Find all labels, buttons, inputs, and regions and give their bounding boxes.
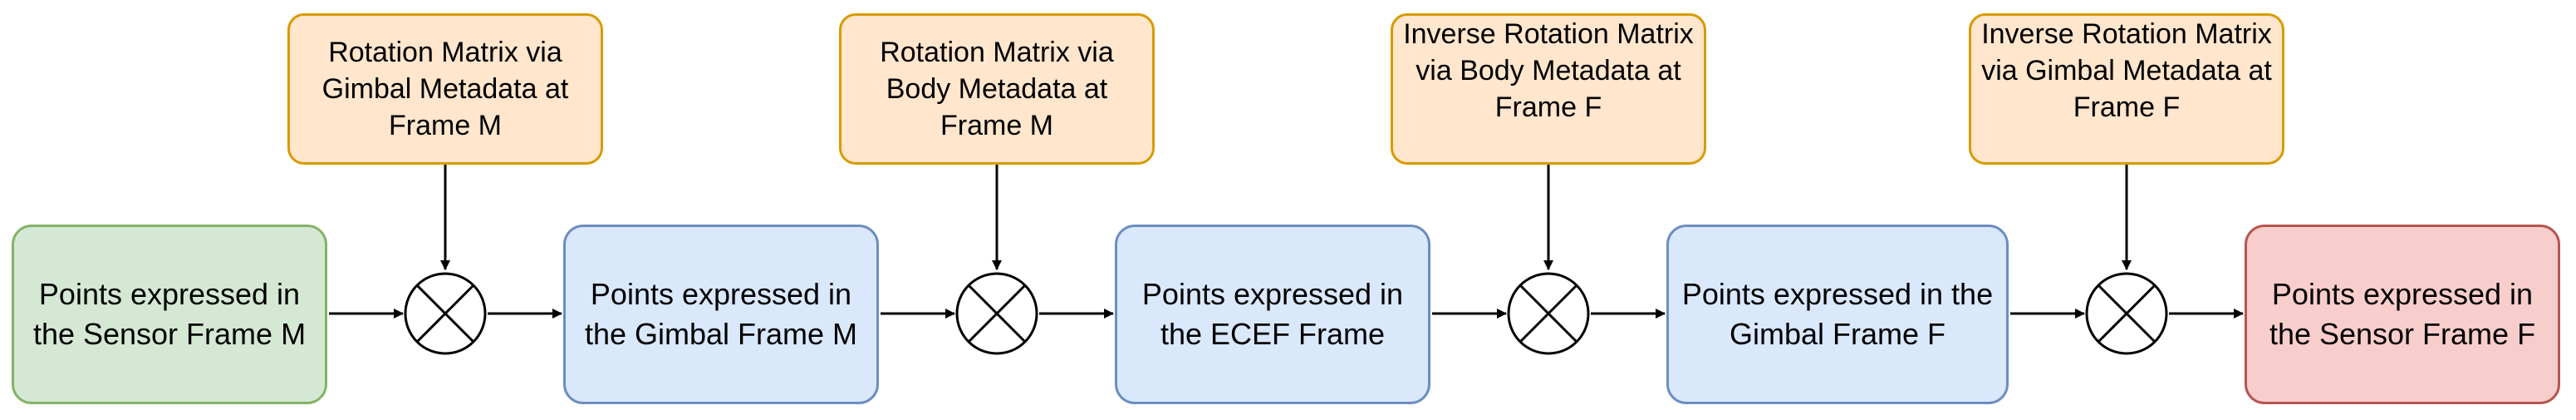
node-gimbal-frame-f: Points expressed in the Gimbal Frame F [1666,225,2009,404]
transform-rotation-body-m: Rotation Matrix via Body Metadata at Fra… [839,13,1155,165]
node-gimbal-frame-m: Points expressed in the Gimbal Frame M [563,225,879,404]
node-sensor-frame-m: Points expressed in the Sensor Frame M [12,225,327,404]
multiply-circle-icon [2085,272,2168,355]
node-label: Points expressed in the Sensor Frame F [2269,277,2536,351]
transform-inverse-rotation-body-f: Inverse Rotation Matrix via Body Metadat… [1391,13,1706,165]
node-ecef-frame: Points expressed in the ECEF Frame [1115,225,1430,404]
transform-label: Inverse Rotation Matrix via Body Metadat… [1403,18,1694,123]
transform-rotation-gimbal-m: Rotation Matrix via Gimbal Metadata at F… [287,13,603,165]
multiply-circle-icon [955,272,1038,355]
multiply-circle-icon [1507,272,1590,355]
transform-inverse-rotation-gimbal-f: Inverse Rotation Matrix via Gimbal Metad… [1969,13,2284,165]
node-label: Points expressed in the Gimbal Frame F [1681,277,1994,351]
transform-label: Rotation Matrix via Gimbal Metadata at F… [321,37,569,141]
transform-label: Inverse Rotation Matrix via Gimbal Metad… [1981,18,2272,123]
node-label: Points expressed in the Gimbal Frame M [584,277,858,351]
node-label: Points expressed in the Sensor Frame M [32,277,307,351]
multiply-circle-icon [404,272,487,355]
node-label: Points expressed in the ECEF Frame [1141,277,1404,351]
transform-label: Rotation Matrix via Body Metadata at Fra… [880,37,1114,141]
node-sensor-frame-f: Points expressed in the Sensor Frame F [2245,225,2560,404]
